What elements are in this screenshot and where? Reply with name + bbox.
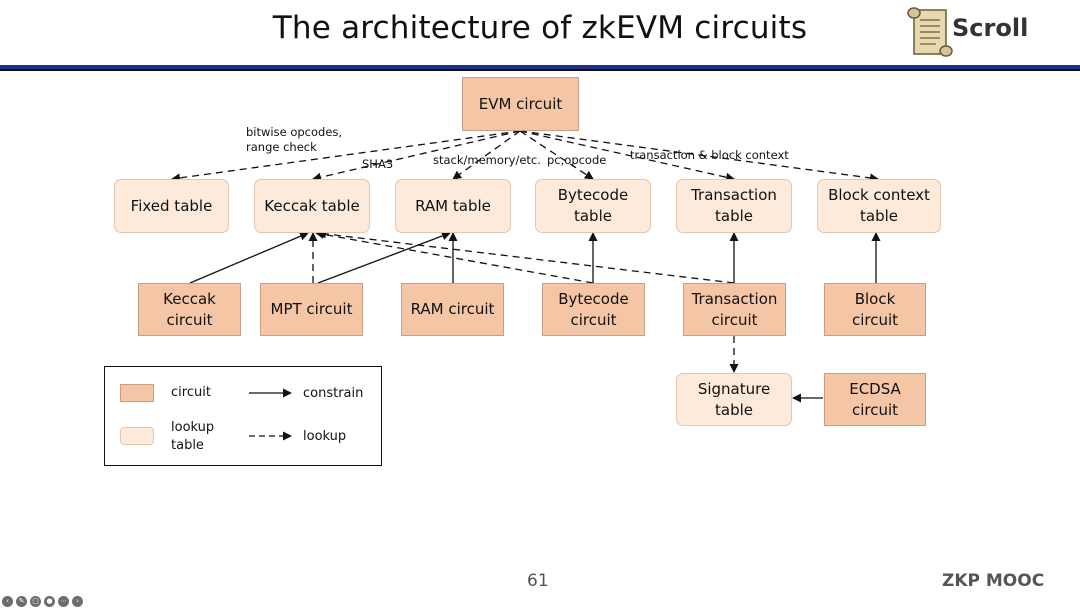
edge-label-bitwise-line1: bitwise opcodes, [246, 125, 343, 139]
edge-evm-fixed [171, 130, 521, 183]
ram-circuit-node: RAM circuit [401, 283, 504, 336]
edge-evm-bytecode [519, 130, 594, 180]
presentation-toolbar: ‹ ✎ ▢ ● ⋯ › [2, 594, 83, 608]
edge-label-tx-block: transaction & block context [630, 148, 789, 162]
ram-table-label: RAM table [415, 196, 491, 215]
block-context-table-node: Block context table [817, 179, 941, 233]
block-context-table-label-1: Block context [828, 186, 930, 204]
transaction-table-label-2: table [715, 207, 753, 225]
scroll-logo-icon [907, 7, 953, 57]
transaction-table-label-1: Transaction [691, 186, 777, 204]
signature-table-node: Signature table [676, 373, 792, 426]
more-options-icon[interactable]: ⋯ [58, 595, 69, 607]
edge-keccakcircuit-keccaktable [189, 231, 309, 284]
pen-icon[interactable]: ✎ [16, 595, 27, 607]
title-divider [0, 65, 1080, 69]
block-context-table-label-2: table [860, 207, 898, 225]
fixed-table-node: Fixed table [114, 179, 229, 233]
keccak-table-node: Keccak table [254, 179, 370, 233]
legend-circuit-label: circuit [171, 385, 211, 400]
edge-label-bitwise: bitwise opcodes, range check [246, 125, 342, 155]
bytecode-circuit-label-1: Bytecode [558, 289, 629, 308]
bytecode-table-label-1: Bytecode [557, 186, 629, 204]
edge-label-bitwise-line2: range check [246, 140, 317, 154]
slide-title: The architecture of zkEVM circuits [272, 10, 808, 46]
ecdsa-circuit-node: ECDSA circuit [824, 373, 926, 426]
legend-constrain-label: constrain [303, 386, 364, 401]
keccak-circuit-node: Keccak circuit [138, 283, 241, 336]
page-number: 61 [527, 571, 549, 591]
evm-circuit-node: EVM circuit [462, 77, 579, 131]
transaction-circuit-node: Transaction circuit [683, 283, 786, 336]
legend-constrain-arrow-icon [249, 388, 292, 398]
ram-circuit-label: RAM circuit [410, 300, 495, 318]
bytecode-table-label-2: table [573, 207, 612, 225]
captions-icon[interactable]: ▢ [30, 595, 41, 607]
bytecode-circuit-label-2: circuit [570, 310, 617, 329]
legend-lookup-arrow-icon [249, 431, 292, 441]
bytecode-circuit-node: Bytecode circuit [542, 283, 645, 336]
keccak-table-label: Keccak table [264, 196, 360, 215]
legend: circuit lookup table constrain lookup [104, 366, 382, 466]
title-divider-dark [0, 69, 1080, 71]
transaction-circuit-label-2: circuit [711, 310, 758, 329]
transaction-circuit-label-1: Transaction [691, 289, 778, 308]
bytecode-table-node: Bytecode table [535, 179, 651, 233]
ecdsa-circuit-label-2: circuit [851, 400, 899, 419]
signature-table-label-1: Signature [697, 379, 771, 398]
ecdsa-circuit-label-1: ECDSA [849, 379, 901, 398]
legend-lookup-label: lookup [303, 429, 347, 444]
legend-table-label: lookup table [171, 419, 214, 455]
edge-evm-block [519, 130, 879, 183]
transaction-table-node: Transaction table [676, 179, 792, 233]
keccak-circuit-label-1: Keccak [163, 289, 216, 308]
evm-circuit-label: EVM circuit [478, 94, 563, 113]
legend-table-label-2: table [171, 438, 204, 453]
edge-evm-transaction [519, 130, 735, 182]
logo-text: Scroll [952, 14, 1029, 42]
block-circuit-label-1: Block [854, 289, 896, 308]
legend-table-swatch [120, 427, 154, 445]
block-circuit-label-2: circuit [851, 310, 899, 329]
edge-label-pc: pc,opcode [547, 153, 607, 167]
next-slide-icon[interactable]: › [72, 595, 83, 607]
keccak-circuit-label-2: circuit [166, 310, 213, 329]
fixed-table-label: Fixed table [130, 196, 213, 215]
mpt-circuit-node: MPT circuit [260, 283, 363, 336]
edge-label-sha3: SHA3 [362, 157, 394, 171]
footer-tag: ZKP MOOC [942, 571, 1045, 591]
block-circuit-node: Block circuit [824, 283, 926, 336]
edge-label-stack: stack/memory/etc. [433, 153, 541, 167]
edge-mpt-ramtable [317, 231, 451, 284]
mpt-circuit-label: MPT circuit [270, 300, 353, 318]
previous-slide-icon[interactable]: ‹ [2, 595, 13, 607]
edge-bytecodecircuit-keccaktable [315, 229, 594, 284]
legend-circuit-swatch [120, 384, 154, 402]
ram-table-node: RAM table [395, 179, 511, 233]
camera-icon[interactable]: ● [44, 595, 55, 607]
signature-table-label-2: table [715, 400, 753, 419]
edge-txcircuit-keccaktable [317, 229, 735, 284]
legend-table-label-1: lookup [171, 420, 215, 435]
edge-evm-ram [452, 130, 521, 180]
